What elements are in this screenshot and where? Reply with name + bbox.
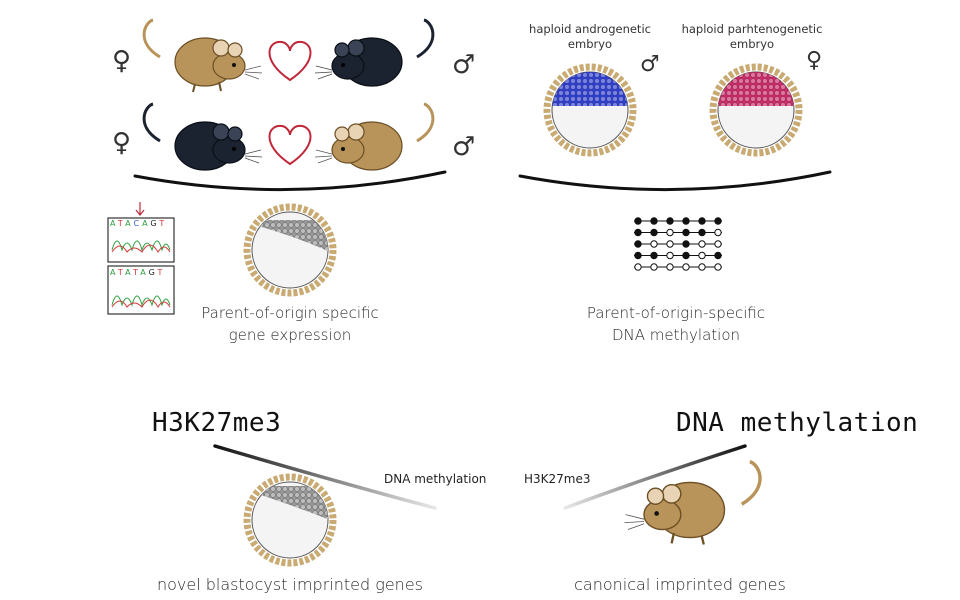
title-h3k27me3: H3K27me3 (152, 408, 282, 438)
unmethylated-cpg (666, 240, 674, 248)
methylated-cpg (714, 251, 722, 260)
methylated-cpg (634, 251, 642, 260)
methylated-cpg (682, 240, 690, 248)
base-letter: T (117, 219, 126, 228)
unmethylated-cpg (714, 240, 722, 248)
caption-novel-imprinted: novel blastocyst imprinted genes (156, 575, 423, 594)
embryo-icon (243, 473, 337, 567)
unmethylated-cpg (698, 263, 706, 271)
label-line: haploid parhtenogenetic (681, 22, 823, 36)
arrow-down-icon (135, 202, 145, 216)
methylated-cpg (682, 217, 690, 225)
methylated-cpg (666, 217, 674, 225)
unmethylated-cpg (682, 263, 690, 271)
unmethylated-cpg (714, 228, 722, 237)
caption-line: DNA methylation (612, 326, 740, 344)
chromatogram-icon (107, 217, 175, 315)
male-symbol: ♂ (640, 52, 660, 77)
base-letter: A (110, 268, 118, 277)
side-label-dna-methylation: DNA methylation (384, 472, 487, 486)
embryo-icon (543, 63, 637, 157)
unmethylated-cpg (666, 263, 674, 271)
androgenetic-label: haploid androgenetic embryo (520, 22, 660, 52)
base-letter: G (148, 268, 158, 277)
mouse-icon (624, 460, 762, 545)
base-letter: T (117, 268, 126, 277)
methylated-cpg (634, 240, 642, 248)
bracket-arc-left (133, 170, 447, 192)
methylated-cpg (650, 228, 658, 237)
methylated-cpg (682, 251, 690, 260)
base-letter: T (159, 219, 168, 228)
heart-icon (268, 124, 312, 166)
unmethylated-cpg (698, 240, 706, 248)
female-symbol: ♀ (806, 48, 823, 73)
mouse-icon (314, 102, 435, 171)
base-letter: A (142, 219, 151, 228)
female-symbol: ♀ (112, 46, 132, 76)
caption-canonical-imprinted: canonical imprinted genes (574, 575, 786, 594)
mouse-icon (142, 18, 263, 93)
title-dna-methylation: DNA methylation (676, 408, 919, 438)
parthenogenetic-label: haploid parhtenogenetic embryo (672, 22, 832, 52)
methylated-cpg (650, 217, 658, 225)
methylated-cpg (634, 217, 642, 225)
base-letter: A (110, 219, 118, 228)
wedge-line-left (213, 444, 437, 510)
male-symbol: ♂ (452, 132, 476, 162)
caption-gene-expression: Parent-of-origin specific gene expressio… (170, 302, 410, 346)
unmethylated-cpg (650, 240, 658, 248)
caption-line: Parent-of-origin specific (201, 304, 379, 322)
base-letter: A (140, 268, 149, 277)
methylated-cpg (634, 228, 642, 237)
sequence-top: ATACAGT (110, 219, 172, 228)
male-symbol: ♂ (452, 50, 476, 80)
heart-icon (268, 40, 312, 82)
caption-dna-methylation: Parent-of-origin-specific DNA methylatio… (556, 302, 796, 346)
side-label-h3k27me3: H3K27me3 (524, 472, 591, 486)
mouse-icon (142, 102, 263, 171)
methylated-cpg (698, 217, 706, 225)
sequence-bottom: ATATAGT (110, 268, 172, 277)
wedge-line-right (563, 444, 747, 510)
label-line: embryo (729, 37, 775, 51)
unmethylated-cpg (714, 263, 722, 271)
methylated-cpg (650, 251, 658, 260)
embryo-icon (709, 63, 803, 157)
bracket-arc-right (518, 170, 832, 192)
methylated-cpg (714, 217, 722, 225)
base-letter: A (125, 219, 134, 228)
female-symbol: ♀ (112, 128, 132, 158)
label-line: embryo (567, 37, 613, 51)
methylation-lollipop-icon (634, 217, 722, 271)
unmethylated-cpg (666, 228, 674, 237)
label-line: haploid androgenetic (529, 22, 651, 36)
base-letter: T (157, 268, 166, 277)
unmethylated-cpg (698, 251, 706, 260)
embryo-icon (243, 203, 337, 297)
caption-line: gene expression (228, 326, 352, 344)
unmethylated-cpg (650, 263, 658, 271)
base-letter: G (150, 219, 160, 228)
mouse-tail (142, 18, 161, 59)
unmethylated-cpg (634, 263, 642, 271)
methylated-cpg (698, 228, 706, 237)
unmethylated-cpg (666, 251, 674, 260)
caption-line: Parent-of-origin-specific (586, 304, 766, 322)
mouse-icon (314, 18, 435, 87)
base-letter: C (133, 219, 143, 228)
base-letter: A (125, 268, 133, 277)
methylated-cpg (682, 228, 690, 237)
base-letter: T (132, 268, 141, 277)
